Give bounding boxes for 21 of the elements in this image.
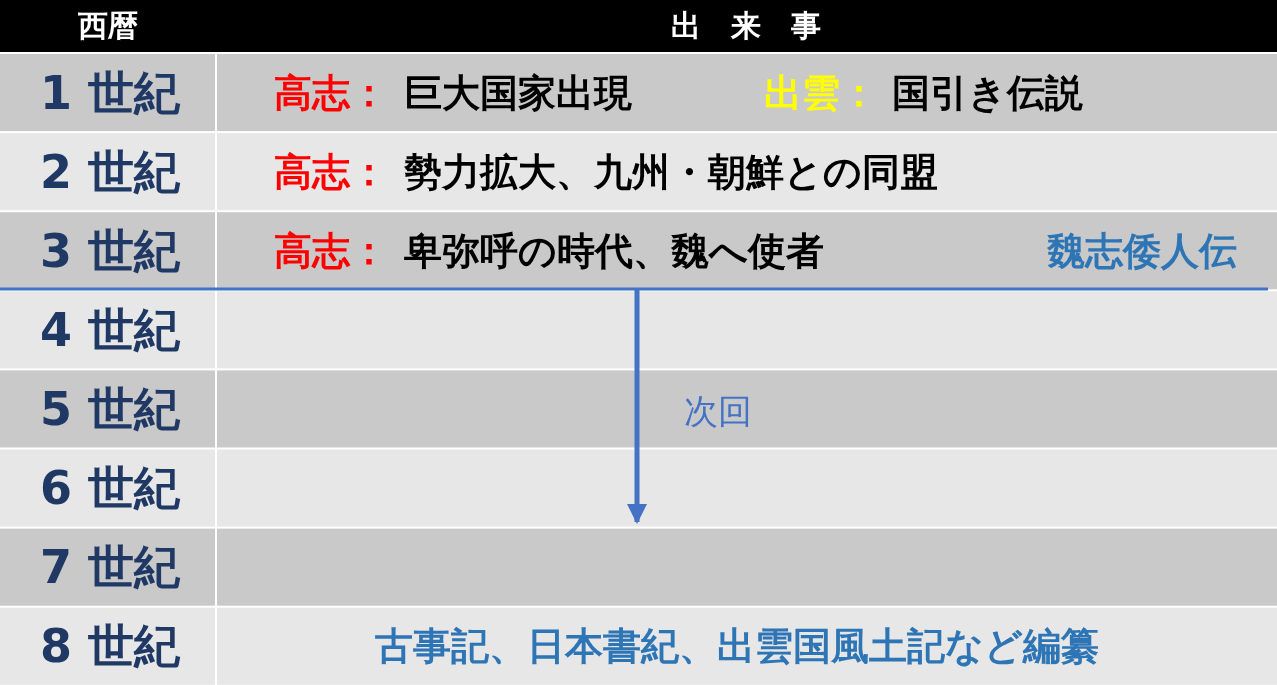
source-text: 魏志倭人伝	[1047, 231, 1237, 270]
event-text: 国引き伝説	[892, 73, 1083, 112]
region-label: 高志：	[274, 152, 388, 191]
event-text: 勢力拡大、九州・朝鮮との同盟	[404, 152, 938, 191]
century-label: 7 世紀	[40, 544, 181, 591]
region-label: 出雲：	[764, 73, 878, 112]
arrow-label: 次回	[684, 393, 752, 428]
region-label: 高志：	[274, 231, 388, 270]
century-label: 2 世紀	[40, 148, 181, 195]
century-label: 1 世紀	[40, 69, 181, 116]
column-header: 西暦	[78, 11, 138, 41]
century-label: 8 世紀	[40, 623, 181, 670]
column-header: 出 来 事	[671, 11, 821, 41]
source-text: 古事記、日本書紀、出雲国風土記など編纂	[375, 627, 1099, 666]
century-label: 5 世紀	[40, 385, 181, 432]
century-label: 4 世紀	[40, 306, 181, 353]
event-text: 卑弥呼の時代、魏へ使者	[404, 231, 824, 270]
region-label: 高志：	[274, 73, 388, 112]
event-text: 巨大国家出現	[404, 73, 632, 112]
century-label: 3 世紀	[40, 227, 181, 274]
century-label: 6 世紀	[40, 465, 181, 512]
